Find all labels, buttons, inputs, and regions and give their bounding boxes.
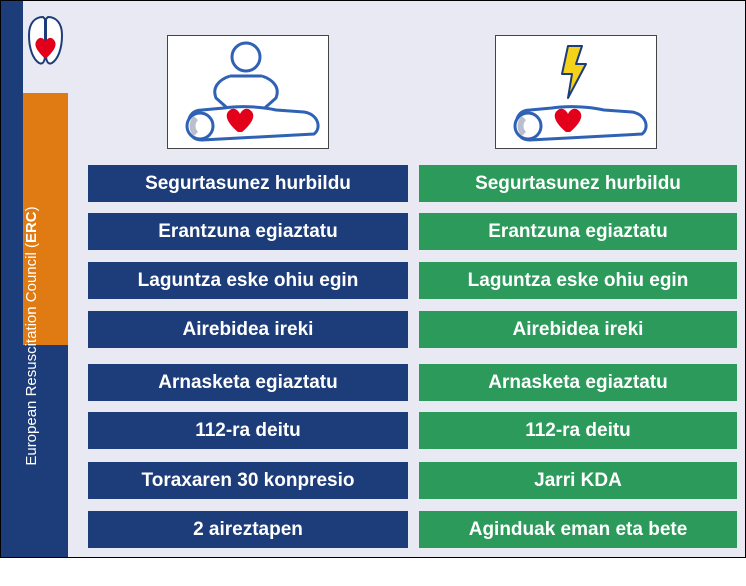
- org-vertical-label: European Resuscitation Council (ERC): [23, 206, 40, 466]
- left-step-1: Segurtasunez hurbildu: [88, 165, 408, 202]
- left-step-6: 112-ra deitu: [88, 412, 408, 449]
- defibrillator-shock-icon: [513, 45, 648, 142]
- left-step-2: Erantzuna egiaztatu: [88, 213, 408, 250]
- left-step-7: Toraxaren 30 konpresio: [88, 462, 408, 499]
- right-step-1: Segurtasunez hurbildu: [419, 165, 737, 202]
- slide: European Resuscitation Council (ERC) Seg…: [0, 0, 746, 558]
- left-step-3: Laguntza eske ohiu egin: [88, 262, 408, 299]
- right-step-7: Jarri KDA: [419, 462, 737, 499]
- cpr-compression-icon: [185, 41, 320, 142]
- logo-area: [23, 1, 68, 93]
- sidebar-strip: [1, 1, 23, 557]
- right-step-8: Aginduak eman eta bete: [419, 511, 737, 548]
- right-step-3: Laguntza eske ohiu egin: [419, 262, 737, 299]
- lungs-heart-logo-icon: [27, 15, 64, 65]
- right-step-6: 112-ra deitu: [419, 412, 737, 449]
- right-step-4: Airebidea ireki: [419, 311, 737, 348]
- right-step-5: Arnasketa egiaztatu: [419, 364, 737, 401]
- defibrillator-image: [495, 35, 657, 149]
- left-step-5: Arnasketa egiaztatu: [88, 364, 408, 401]
- right-step-2: Erantzuna egiaztatu: [419, 213, 737, 250]
- cpr-image: [167, 35, 329, 149]
- left-step-8: 2 aireztapen: [88, 511, 408, 548]
- left-step-4: Airebidea ireki: [88, 311, 408, 348]
- sidebar: European Resuscitation Council (ERC): [1, 1, 68, 557]
